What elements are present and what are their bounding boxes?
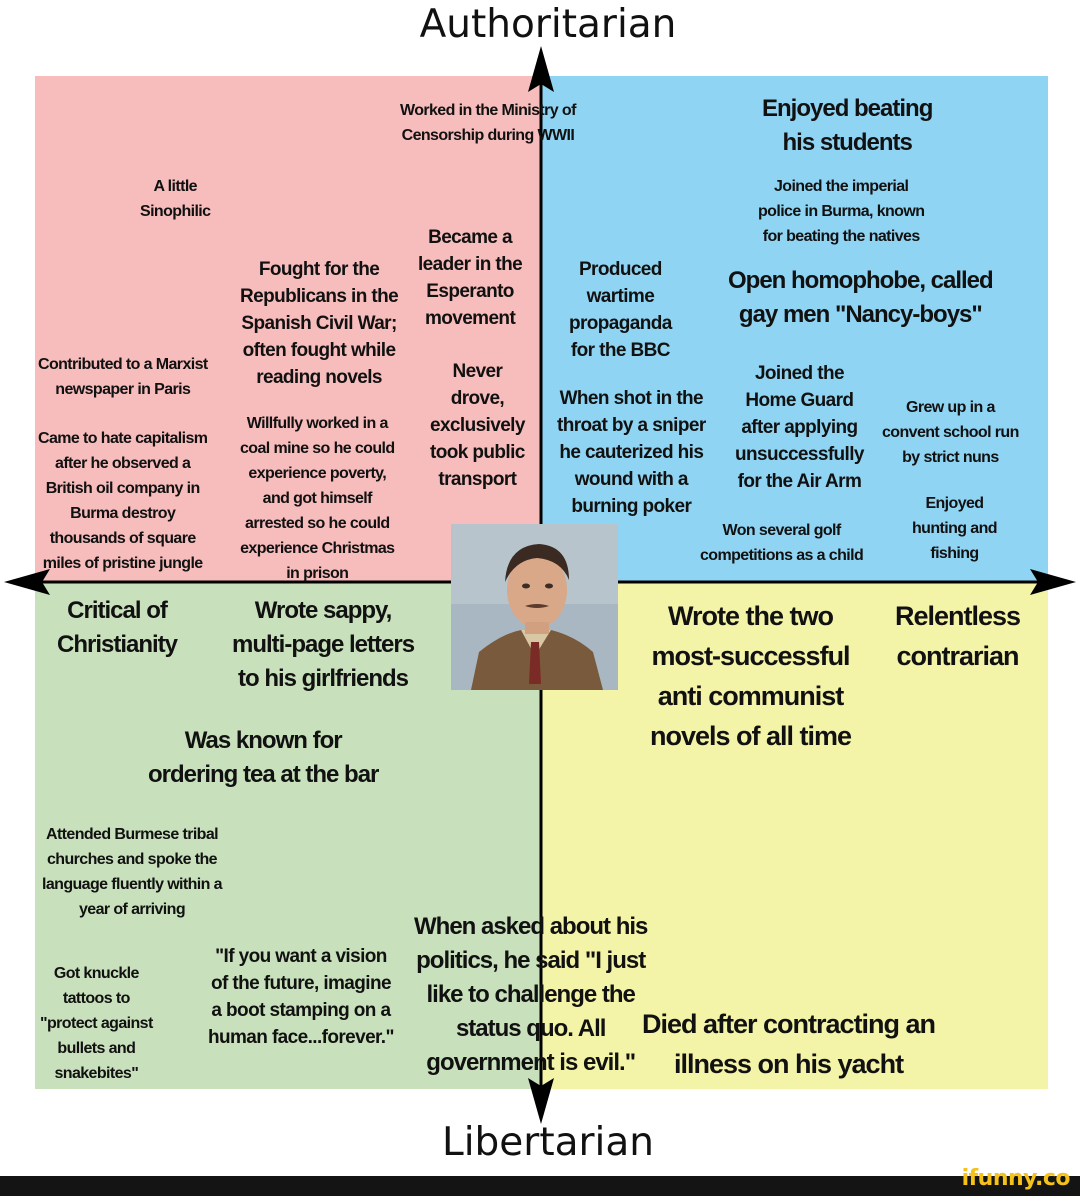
arrow-right-icon — [1030, 569, 1076, 595]
axis-label-authoritarian: Authoritarian — [419, 2, 677, 47]
quadrant-libertarian-right — [541, 582, 1048, 1089]
arrow-up-icon — [528, 46, 554, 92]
portrait-photo — [451, 524, 618, 690]
ifunny-watermark: ifunny.co — [961, 1166, 1071, 1191]
arrow-left-icon — [4, 569, 50, 595]
arrow-down-icon — [528, 1078, 554, 1124]
footer-bar — [0, 1176, 1080, 1196]
quadrant-authoritarian-left — [35, 76, 541, 582]
axis-label-libertarian: Libertarian — [441, 1120, 655, 1165]
quadrant-authoritarian-right — [541, 76, 1048, 582]
